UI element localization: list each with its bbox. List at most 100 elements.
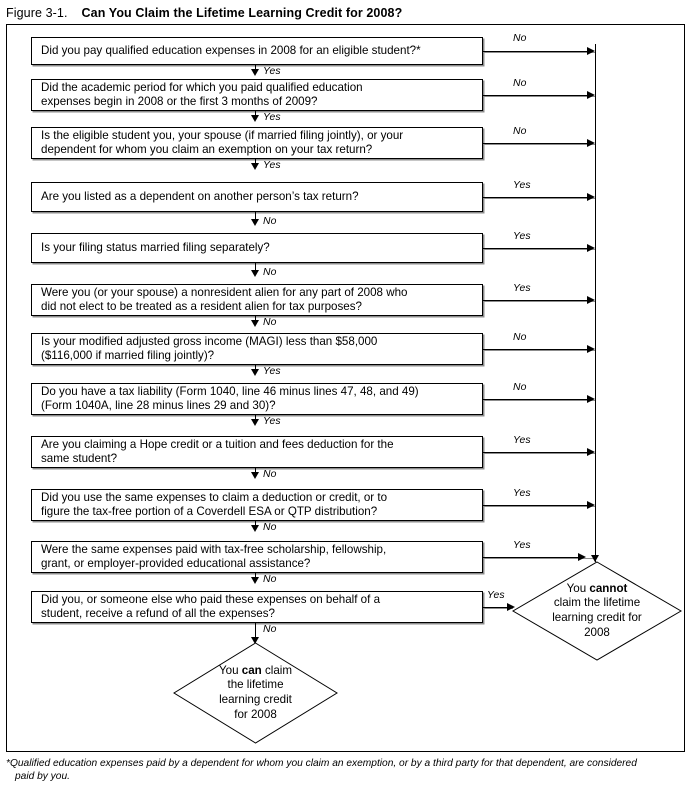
exit-line-11-shadow: [483, 558, 595, 559]
edge-label-9-down: No: [263, 469, 277, 480]
edge-label-6-down: No: [263, 317, 277, 328]
exit-line-8: [483, 399, 589, 400]
question-text: Did you use the same expenses to claim a…: [41, 490, 388, 504]
question-box-8[interactable]: Do you have a tax liability (Form 1040, …: [31, 383, 483, 415]
down-line-2: [255, 111, 256, 117]
edge-label-11-down: No: [263, 574, 277, 585]
question-text: student, receive a refund of all the exp…: [41, 607, 275, 620]
question-text: Is the eligible student you, your spouse…: [41, 128, 404, 142]
edge-label-7-side: No: [513, 332, 527, 343]
down-arrowhead-10: [250, 525, 259, 532]
down-line-12: [255, 623, 256, 639]
down-arrowhead-7: [250, 369, 259, 376]
exit-arrowhead-10: [587, 500, 595, 509]
terminal-can-claim-text: You can claim the lifetime learning cred…: [174, 643, 337, 743]
question-text: (Form 1040A, line 28 minus lines 29 and …: [41, 399, 276, 412]
question-text: Is your modified adjusted gross income (…: [41, 334, 378, 348]
question-text: Do you have a tax liability (Form 1040, …: [41, 384, 419, 398]
figure-number: Figure 3-1.: [6, 6, 68, 20]
edge-label-12-side: Yes: [487, 590, 505, 601]
terminal-line: You cannot: [566, 581, 628, 595]
exit-arrowhead-12: [507, 602, 515, 611]
exit-line-9-shadow: [483, 453, 595, 454]
exit-line-10-shadow: [483, 506, 595, 507]
exit-line-1: [483, 51, 589, 52]
question-text: Were the same expenses paid with tax-fre…: [41, 542, 387, 556]
edge-label-3-side: No: [513, 126, 527, 137]
exit-arrowhead-7: [587, 344, 595, 353]
down-arrowhead-12: [250, 637, 259, 644]
question-box-4[interactable]: Are you listed as a dependent on another…: [31, 182, 483, 212]
edge-label-5-down: No: [263, 267, 277, 278]
terminal-cannot-claim-text: You cannot claim the lifetime learning c…: [513, 562, 681, 660]
terminal-line: 2008: [584, 625, 610, 639]
page-title: Can You Claim the Lifetime Learning Cred…: [81, 6, 403, 20]
edge-label-3-down: Yes: [263, 160, 281, 171]
edge-label-2-side: No: [513, 78, 527, 89]
question-text: figure the tax-free portion of a Coverde…: [41, 505, 378, 518]
question-box-6[interactable]: Were you (or your spouse) a nonresident …: [31, 284, 483, 316]
edge-label-7-down: Yes: [263, 366, 281, 377]
terminal-line: for 2008: [234, 707, 277, 721]
question-box-12[interactable]: Did you, or someone else who paid these …: [31, 591, 483, 623]
down-line-6: [255, 316, 256, 322]
question-box-10[interactable]: Did you use the same expenses to claim a…: [31, 489, 483, 521]
question-text: did not elect to be treated as a residen…: [41, 300, 362, 313]
diamond-shape-cannot: [512, 561, 682, 661]
question-box-9[interactable]: Are you claiming a Hope credit or a tuit…: [31, 436, 483, 468]
exit-arrowhead-4: [587, 192, 595, 201]
emphasis-can: can: [241, 663, 262, 677]
edge-label-10-down: No: [263, 522, 277, 533]
exit-line-7-shadow: [483, 350, 595, 351]
exit-line-2: [483, 95, 589, 96]
terminal-line: You can claim: [218, 663, 293, 677]
exit-arrowhead-1: [587, 46, 595, 55]
edge-label-5-side: Yes: [513, 231, 531, 242]
terminal-line: claim the lifetime: [553, 596, 641, 610]
edge-label-4-down: No: [263, 216, 277, 227]
down-arrowhead-2: [250, 115, 259, 122]
trunk-arrowhead-into-cannot: [590, 555, 599, 562]
question-text: same student?: [41, 452, 118, 465]
exit-line-11: [483, 557, 581, 558]
down-line-9: [255, 468, 256, 474]
exit-arrowhead-5: [587, 243, 595, 252]
question-text: ($116,000 if married filing jointly)?: [41, 349, 215, 362]
exit-line-12: [483, 607, 509, 608]
exit-line-4: [483, 197, 589, 198]
down-arrowhead-4: [250, 219, 259, 226]
exit-arrowhead-11: [578, 552, 586, 561]
question-text: Did you pay qualified education expenses…: [41, 43, 421, 57]
question-box-1[interactable]: Did you pay qualified education expenses…: [31, 37, 483, 65]
exit-arrowhead-6: [587, 295, 595, 304]
question-box-5[interactable]: Is your filing status married filing sep…: [31, 233, 483, 263]
question-box-2[interactable]: Did the academic period for which you pa…: [31, 79, 483, 111]
question-text: grant, or employer-provided educational …: [41, 557, 311, 570]
down-arrowhead-11: [250, 577, 259, 584]
down-arrowhead-8: [250, 419, 259, 426]
question-box-7[interactable]: Is your modified adjusted gross income (…: [31, 333, 483, 365]
exit-line-9: [483, 452, 589, 453]
down-line-8: [255, 415, 256, 421]
exit-line-4-shadow: [483, 198, 595, 199]
edge-label-12-down: No: [263, 624, 277, 635]
exit-arrowhead-3: [587, 138, 595, 147]
exit-line-10: [483, 505, 589, 506]
edge-label-6-side: Yes: [513, 283, 531, 294]
terminal-cannot-claim[interactable]: You cannot claim the lifetime learning c…: [512, 561, 682, 661]
down-line-4: [255, 212, 256, 221]
footnote: *Qualified education expenses paid by a …: [6, 757, 682, 783]
question-text: Are you listed as a dependent on another…: [41, 189, 359, 203]
edge-label-1-side: No: [513, 33, 527, 44]
question-box-11[interactable]: Were the same expenses paid with tax-fre…: [31, 541, 483, 573]
terminal-can-claim[interactable]: You can claim the lifetime learning cred…: [173, 642, 338, 744]
down-arrowhead-1: [250, 69, 259, 76]
exit-line-5-shadow: [483, 249, 595, 250]
question-box-3[interactable]: Is the eligible student you, your spouse…: [31, 127, 483, 159]
exit-line-3: [483, 143, 589, 144]
exit-line-2-shadow: [483, 96, 595, 97]
figure-title: Figure 3-1. Can You Claim the Lifetime Le…: [6, 4, 402, 22]
exit-line-1-shadow: [483, 52, 595, 53]
exit-line-6-shadow: [483, 301, 595, 302]
